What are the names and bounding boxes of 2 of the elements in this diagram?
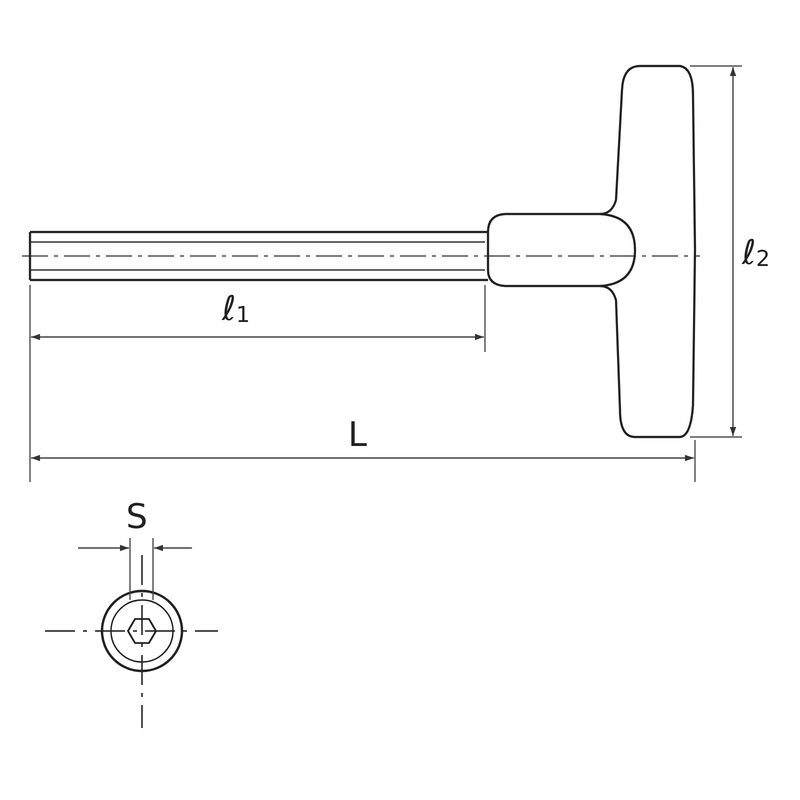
dimension-label: S xyxy=(126,500,148,534)
dimension-label: L xyxy=(348,418,367,452)
